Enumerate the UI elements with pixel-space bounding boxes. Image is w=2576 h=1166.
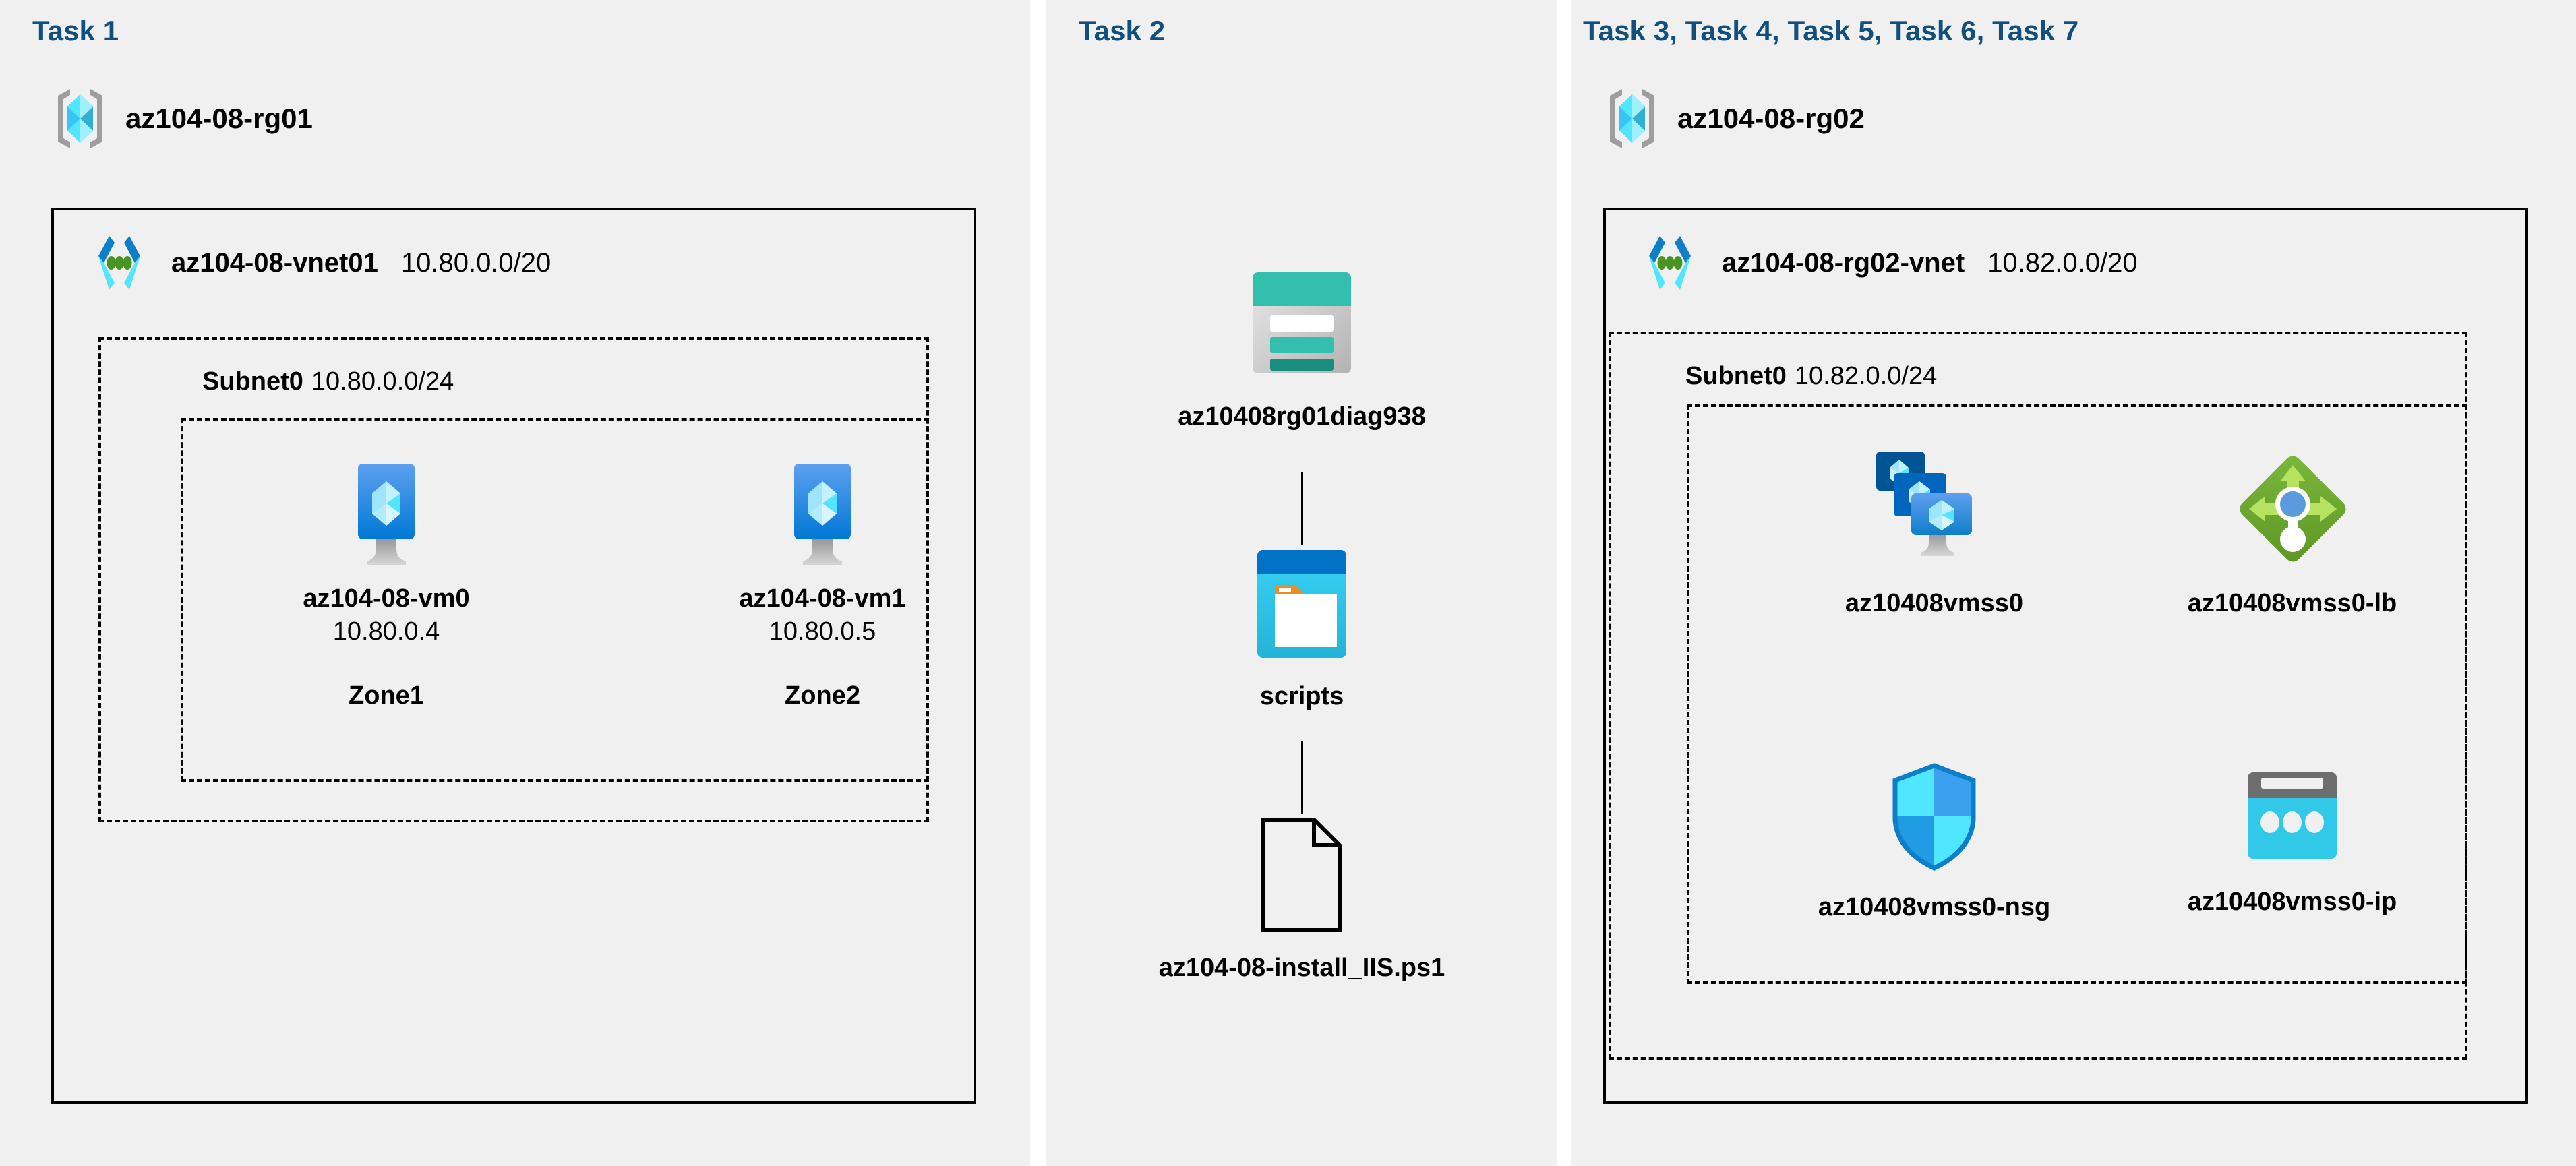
file-node: az104-08-install_IIS.ps1: [1158, 814, 1445, 983]
connector-container-to-file: [1301, 741, 1303, 814]
vnet-name: az104-08-vnet01: [171, 247, 378, 278]
vm-node-az104-08-vm1: az104-08-vm1 10.80.0.5 Zone2: [681, 458, 964, 710]
task1-heading: Task 1: [32, 15, 119, 47]
virtual-machine-icon: [336, 458, 437, 570]
storage-account-name: az10408rg01diag938: [1178, 402, 1426, 431]
subnet-name: Subnet0: [202, 367, 303, 396]
network-security-group-name: az10408vmss0-nsg: [1818, 893, 2051, 921]
vm-ip: 10.80.0.5: [769, 617, 876, 646]
vm-ip: 10.80.0.4: [332, 617, 440, 646]
vm-scale-set-icon: [1867, 446, 2002, 574]
subnet-cidr: 10.82.0.0/24: [1794, 362, 1938, 390]
resource-group-az104-08-rg02: az104-08-rg02: [1605, 86, 1865, 151]
virtual-machine-icon: [772, 458, 873, 570]
vm-name: az104-08-vm1: [739, 584, 906, 613]
file-name: az104-08-install_IIS.ps1: [1158, 954, 1445, 982]
resource-group-icon: [1605, 86, 1660, 151]
virtual-network-icon: [1645, 235, 1707, 291]
vm-scale-set-node: az10408vmss0: [1793, 446, 2076, 618]
vnet-cidr: 10.80.0.0/20: [400, 247, 551, 278]
network-security-group-icon: [1880, 760, 1988, 878]
load-balancer-name: az10408vmss0-lb: [2187, 589, 2397, 617]
blob-container-icon: [1241, 546, 1362, 667]
blob-container-name: scripts: [1259, 682, 1344, 710]
storage-account-node: az10408rg01diag938: [1160, 263, 1443, 431]
vnet-boundary-az104-08-rg02-vnet: [1603, 208, 2528, 1104]
subnet-cidr: 10.80.0.0/24: [311, 367, 454, 396]
blob-container-node: scripts: [1160, 546, 1443, 711]
vnet-header-az104-08-rg02-vnet: az104-08-rg02-vnet 10.82.0.0/20: [1645, 235, 2138, 291]
virtual-network-icon: [94, 235, 156, 291]
vm-name: az104-08-vm0: [303, 584, 470, 613]
public-ip-address-name: az10408vmss0-ip: [2187, 888, 2397, 916]
resource-group-icon: [53, 86, 108, 151]
subnet-name: Subnet0: [1685, 362, 1787, 390]
load-balancer-icon: [2230, 446, 2355, 574]
vnet-name: az104-08-rg02-vnet: [1722, 247, 1965, 278]
resource-group-az104-08-rg01: az104-08-rg01: [53, 86, 313, 151]
vnet-header-az104-08-vnet01: az104-08-vnet01 10.80.0.0/20: [94, 235, 551, 291]
subnet-label-task1: Subnet0 10.80.0.0/24: [202, 367, 454, 396]
vm-node-az104-08-vm0: az104-08-vm0 10.80.0.4 Zone1: [245, 458, 528, 710]
resource-group-label: az104-08-rg02: [1677, 102, 1865, 134]
vnet-cidr: 10.82.0.0/20: [1987, 247, 2138, 278]
load-balancer-node: az10408vmss0-lb: [2151, 446, 2434, 618]
task3-heading: Task 3, Task 4, Task 5, Task 6, Task 7: [1583, 15, 2079, 47]
vm-scale-set-name: az10408vmss0: [1845, 589, 2024, 617]
task2-heading: Task 2: [1079, 15, 1166, 47]
resource-group-label: az104-08-rg01: [125, 102, 313, 134]
storage-account-icon: [1238, 263, 1366, 388]
vmss-resources-boundary: [1687, 404, 2467, 984]
vm-zone: Zone1: [349, 681, 424, 710]
public-ip-address-node: az10408vmss0-ip: [2151, 768, 2434, 917]
connector-storage-to-container: [1301, 472, 1303, 545]
public-ip-address-icon: [2238, 768, 2346, 873]
availability-zones-boundary: [181, 418, 929, 782]
vm-zone: Zone2: [785, 681, 860, 710]
file-document-icon: [1255, 814, 1349, 939]
vnet-boundary-az104-08-vnet01: [51, 208, 976, 1104]
network-security-group-node: az10408vmss0-nsg: [1793, 760, 2076, 922]
task3-panel: [1571, 0, 2576, 1166]
task1-panel: [0, 0, 1030, 1166]
